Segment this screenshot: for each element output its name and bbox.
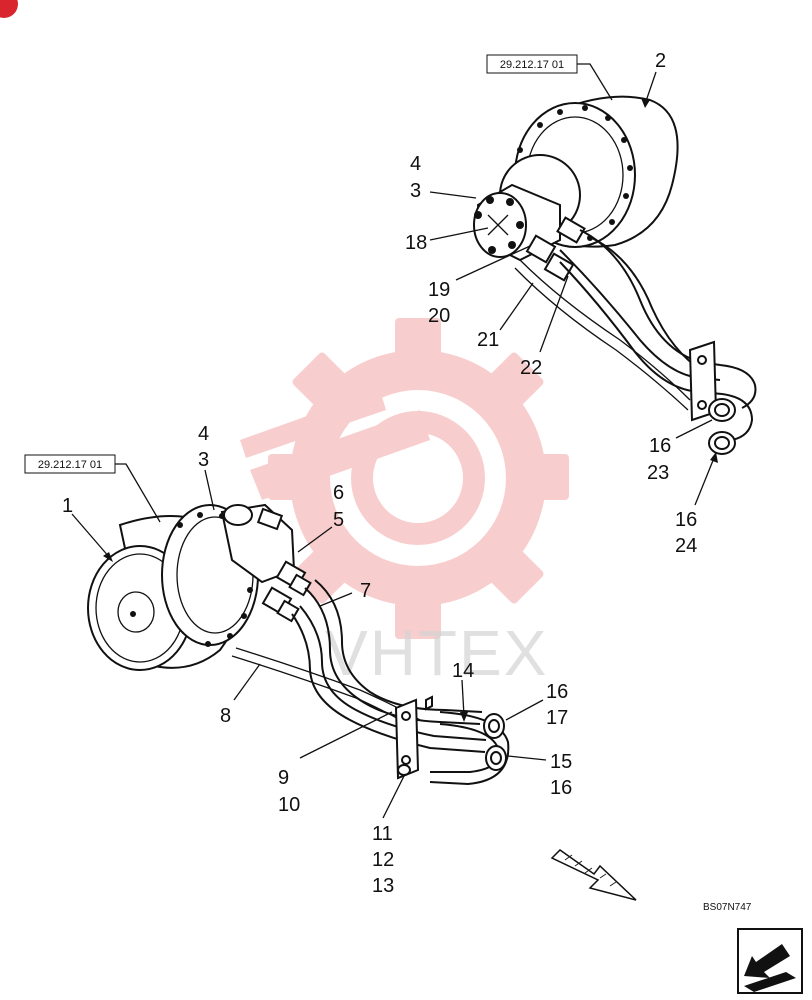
callout-16-upper-a: 16 [649, 435, 671, 457]
callout-22: 22 [520, 357, 542, 379]
callout-labels: 2 4 3 18 19 20 21 22 16 23 16 24 1 4 3 6… [62, 50, 697, 897]
upper-hose-lines [514, 229, 757, 441]
reference-label-top: 29.212.17 01 [500, 59, 564, 71]
callout-1: 1 [62, 495, 73, 517]
callout-2: 2 [655, 50, 666, 72]
drawing-code: BS07N747 [703, 902, 752, 913]
lower-drive-motor [87, 503, 312, 671]
corner-badge-icon [0, 0, 18, 18]
callout-8: 8 [220, 705, 231, 727]
callout-10: 10 [278, 794, 300, 816]
callout-16-upper-b: 16 [675, 509, 697, 531]
upper-drive-motor [473, 95, 679, 282]
leader-lines [71, 71, 718, 819]
reference-label-left: 29.212.17 01 [38, 459, 102, 471]
callout-13: 13 [372, 875, 394, 897]
callout-23: 23 [647, 462, 669, 484]
callout-3-lower: 3 [198, 449, 209, 471]
callout-4-upper: 4 [410, 153, 421, 175]
callout-18: 18 [405, 232, 427, 254]
callout-21: 21 [477, 329, 499, 351]
callout-11: 11 [372, 823, 393, 845]
reference-box-top: 29.212.17 01 [486, 54, 578, 74]
callout-15: 15 [550, 751, 572, 773]
callout-9: 9 [278, 767, 289, 789]
callout-24: 24 [675, 535, 697, 557]
callout-19: 19 [428, 279, 450, 301]
callout-7: 7 [360, 580, 371, 602]
reference-box-left: 29.212.17 01 [24, 454, 116, 474]
callout-17: 17 [546, 707, 568, 729]
callout-6: 6 [333, 482, 344, 504]
corner-nav-icon[interactable] [737, 928, 803, 994]
callout-3-upper: 3 [410, 180, 421, 202]
callout-16-lower-a: 16 [546, 681, 568, 703]
callout-20: 20 [428, 305, 450, 327]
callout-12: 12 [372, 849, 394, 871]
callout-4-lower: 4 [198, 423, 209, 445]
lower-bracket [394, 695, 507, 780]
watermark-text: VHTEX [325, 617, 548, 689]
upper-bracket [688, 340, 736, 455]
callout-16-lower-b: 16 [550, 777, 572, 799]
callout-14: 14 [452, 660, 474, 682]
direction-arrow-icon [550, 849, 637, 901]
callout-5: 5 [333, 509, 344, 531]
